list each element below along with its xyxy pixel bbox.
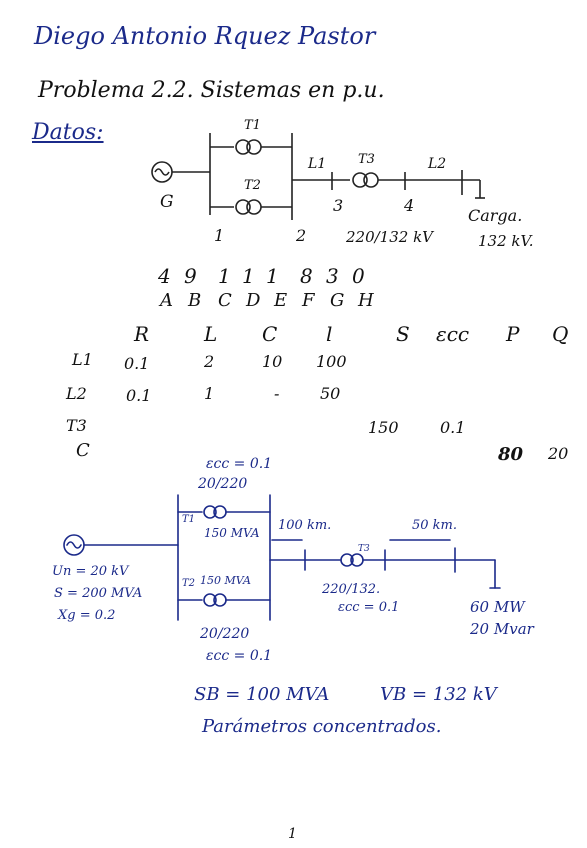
l2-length: 50 km. [412,518,458,533]
dni-digit: 0 [352,264,365,288]
t3-winding-icon [352,172,368,188]
t1-winding-icon [235,139,251,155]
l1-label: L1 [308,156,327,172]
row-name-l2: L2 [66,384,87,403]
t2-ecc: εcc = 0.1 [206,648,273,664]
gen-s: S = 200 MVA [54,586,143,601]
bus-g-label: G [160,192,174,212]
t1-power: 150 MVA [204,526,260,540]
header-q: Q [552,322,569,346]
t3-label: T3 [358,152,375,167]
load-p: 60 MW [470,598,525,616]
table-cell: 10 [262,352,283,371]
t3-label-2: T3 [358,544,370,554]
gen-un: Un = 20 kV [52,564,129,579]
carga-voltage: 132 kV. [478,232,534,250]
t2-power: 150 MVA [200,574,251,587]
gen-xg: Xg = 0.2 [58,608,116,623]
dni-letter: C [218,290,232,311]
problem-title: Problema 2.2. Sistemas en p.u. [38,78,385,103]
dni-digit: 1 [218,264,231,288]
table-cell: 100 [316,352,347,371]
header-ecc: εcc [436,322,470,346]
dni-digit: 1 [266,264,279,288]
t3-rating: 220/132 kV [346,228,434,246]
table-cell: 1 [204,384,215,403]
table-cell: 80 [498,444,524,465]
dni-digit: 3 [326,264,339,288]
load-q: 20 Mvar [470,620,534,638]
dni-digit: 8 [300,264,313,288]
dni-letter: F [302,290,315,311]
note-concentrated: Parámetros concentrados. [202,716,442,737]
table-cell: - [274,384,280,403]
header-length: l [326,322,333,346]
l1-length: 100 km. [278,518,332,533]
bus-4-label: 4 [404,196,415,215]
table-cell: 20 [548,444,569,463]
sine-wave-icon [154,168,170,176]
base-voltage: VB = 132 kV [380,684,497,705]
t2-winding-icon [235,199,251,215]
bus-1-label: 1 [214,226,225,245]
carga-label: Carga. [468,206,523,225]
author-name: Diego Antonio Rquez Pastor [34,22,376,50]
table-cell: 0.1 [124,354,150,373]
table-cell: 150 [368,418,399,437]
dni-letter: B [188,290,202,311]
t3-ratio: 220/132. [322,582,381,597]
dni-letter: G [330,290,345,311]
row-name-c: C [76,440,90,461]
header-c: C [262,322,278,346]
t1-label: T1 [244,118,261,133]
table-cell: 0.1 [126,386,152,405]
datos-label: Datos: [32,120,104,145]
header-l: L [204,322,218,346]
row-name-l1: L1 [72,350,93,369]
t1-ecc: εcc = 0.1 [206,456,273,472]
header-r: R [134,322,150,346]
dni-letter: A [160,290,173,311]
table-cell: 2 [204,352,215,371]
l2-label: L2 [428,156,447,172]
t2-label-2: T2 [182,578,196,589]
table-cell: 0.1 [440,418,466,437]
header-s: S [396,322,410,346]
row-name-t3: T3 [66,416,87,435]
t3-ecc: εcc = 0.1 [338,600,400,615]
dni-letter: D [246,290,261,311]
t1-label-2: T1 [182,514,196,525]
table-cell: 50 [320,384,341,403]
dni-letter: H [358,290,374,311]
page-number: 1 [288,826,297,842]
t1-ratio: 20/220 [198,476,248,492]
t2-label: T2 [244,178,261,193]
dni-digit: 4 [158,264,171,288]
dni-digit: 1 [242,264,255,288]
dni-letter: E [274,290,288,311]
bus-3-label: 3 [333,196,344,215]
header-p: P [506,322,520,346]
base-power: SB = 100 MVA [194,684,330,705]
dni-digit: 9 [184,264,197,288]
t2-ratio: 20/220 [200,626,250,642]
bus-2-label: 2 [296,226,307,245]
